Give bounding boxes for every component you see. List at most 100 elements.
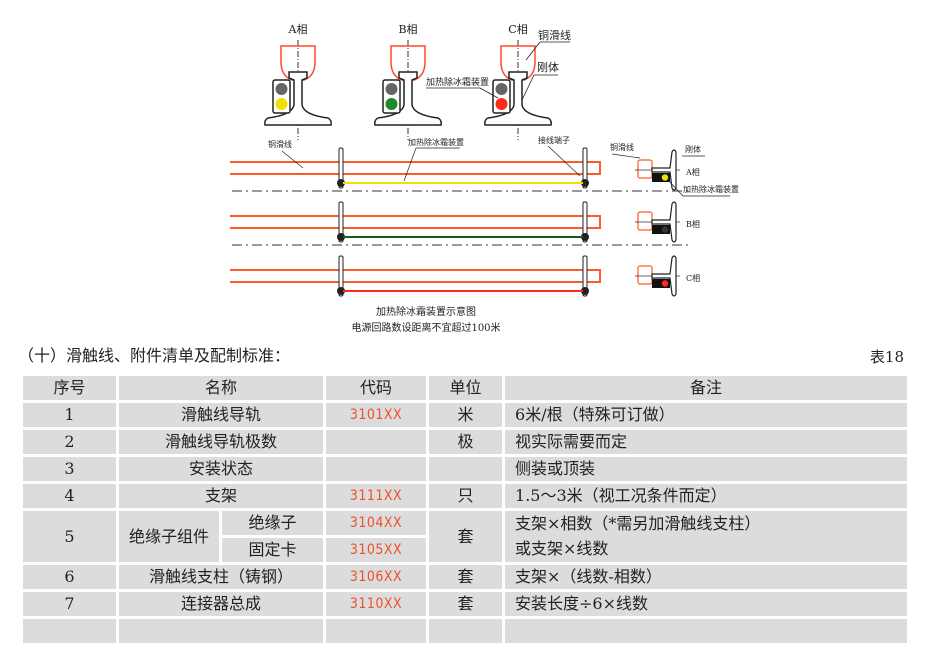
cell-note: 安装长度÷6×线数 <box>502 589 910 619</box>
cell-code: 3104XX <box>323 508 430 538</box>
phase-label-c: C相 <box>508 23 527 36</box>
support-post <box>582 255 588 297</box>
caption-line-2: 电源回路数设距离不宜超过100米 <box>351 321 500 334</box>
side-copper-wire <box>637 265 653 285</box>
run-callout-copper-wire: 铜滑线 <box>268 139 292 149</box>
terminal <box>581 179 589 187</box>
cell-no: 1 <box>20 400 119 430</box>
side-cross-sections: A相 B相 C相 <box>635 149 700 297</box>
parts-table: 序号 名称 代码 单位 备注 1 滑触线导轨 3101XX 米 6米/根（特殊可… <box>20 373 910 646</box>
cell-note: 1.5～3米（视工况条件而定） <box>502 481 910 511</box>
cell-unit: 套 <box>426 508 506 565</box>
side-rigid-body <box>651 255 677 297</box>
cross-section-b: B相 <box>374 23 442 140</box>
cell-name: 滑触线导轨 <box>115 400 327 430</box>
side-callout-rigid-body: 刚体 <box>685 144 701 154</box>
side-section: B相 <box>635 201 700 243</box>
cell-no: 5 <box>20 508 119 565</box>
cell-note: 视实际需要而定 <box>502 427 910 457</box>
cell-name: 支架 <box>115 481 327 511</box>
cell-name: 安装状态 <box>115 454 327 484</box>
side-heater-indicator <box>661 226 669 233</box>
run-callout-heater-device: 加热除冰霜装置 <box>408 137 464 147</box>
header-code: 代码 <box>323 373 430 403</box>
table-row-partial <box>20 616 910 646</box>
table-header-row: 序号 名称 代码 单位 备注 <box>20 373 910 403</box>
cell-note: 支架×相数（*需另加滑触线支柱） <box>502 508 910 537</box>
cell-code: 3110XX <box>323 589 430 619</box>
terminal <box>337 179 345 187</box>
header-name: 名称 <box>115 373 327 403</box>
phase-label-b: B相 <box>398 23 417 36</box>
cell-code: 3106XX <box>323 562 430 592</box>
heater-indicator-b <box>385 98 398 110</box>
side-copper-wire <box>637 159 653 179</box>
header-note: 备注 <box>502 373 910 403</box>
cell-note: 支架×（线数-相数） <box>502 562 910 592</box>
header-unit: 单位 <box>426 373 506 403</box>
side-callout-copper-wire: 铜滑线 <box>610 142 634 152</box>
cell-unit: 套 <box>426 589 506 619</box>
cell-name: 连接器总成 <box>115 589 327 619</box>
table-row: 7 连接器总成 3110XX 套 安装长度÷6×线数 <box>20 589 910 619</box>
cell-no: 7 <box>20 589 119 619</box>
cross-section-c: C相 铜滑线 刚体 加热除冰霜装置 <box>426 23 571 140</box>
cell-code <box>323 427 430 457</box>
side-callout-heater-device: 加热除冰霜装置 <box>683 184 739 194</box>
cell-note: 或支架×线数 <box>502 536 910 565</box>
cell-note: 6米/根（特殊可订做） <box>502 400 910 430</box>
phase-label-a: A相 <box>288 23 308 36</box>
cell-unit: 套 <box>426 562 506 592</box>
cell-no: 4 <box>20 481 119 511</box>
heater-device-diagram: A相 B相 C相 铜滑线 刚体 加热除冰霜装置 铜滑线 <box>230 23 739 334</box>
cell-code: 3111XX <box>323 481 430 511</box>
cell-name: 滑触线支柱（铸钢） <box>115 562 327 592</box>
table-row: 5 绝缘子组件 绝缘子 3104XX 套 支架×相数（*需另加滑触线支柱） <box>20 508 910 565</box>
table-row: 3 安装状态 侧装或顶装 <box>20 454 910 484</box>
cell-unit: 极 <box>426 427 506 457</box>
table-row: 1 滑触线导轨 3101XX 米 6米/根（特殊可订做） <box>20 400 910 430</box>
callout-heater-device: 加热除冰霜装置 <box>426 76 489 88</box>
cell-subname: 固定卡 <box>218 535 327 565</box>
cross-section-a: A相 <box>264 23 332 140</box>
cell-note: 侧装或顶装 <box>502 454 910 484</box>
side-phase-label: B相 <box>686 219 700 229</box>
table-row: 固定卡 3105XX 或支架×线数 <box>22 535 910 565</box>
cell-name: 滑触线导轨极数 <box>115 427 327 457</box>
support-post <box>582 147 588 189</box>
side-heater-box <box>652 173 670 182</box>
support-post <box>582 201 588 243</box>
side-phase-label: C相 <box>686 273 700 283</box>
terminal <box>581 287 589 295</box>
cell-code: 3105XX <box>323 535 430 565</box>
cell-unit: 米 <box>426 400 506 430</box>
table-row: 2 滑触线导轨极数 极 视实际需要而定 <box>20 427 910 457</box>
terminal <box>337 287 345 295</box>
side-copper-wire <box>637 211 653 231</box>
table-label: 表18 <box>869 348 904 366</box>
table-row: 6 滑触线支柱（铸钢） 3106XX 套 支架×（线数-相数） <box>20 562 910 592</box>
cell-no: 6 <box>20 562 119 592</box>
rail-bar <box>230 269 601 283</box>
side-rigid-body <box>651 201 677 243</box>
cell-unit <box>426 454 506 484</box>
side-heater-indicator <box>661 174 669 181</box>
table-row: 4 支架 3111XX 只 1.5～3米（视工况条件而定） <box>20 481 910 511</box>
cell-code <box>323 454 430 484</box>
cell-name: 绝缘子组件 <box>116 508 222 565</box>
cell-no: 3 <box>20 454 119 484</box>
side-section: A相 <box>635 149 700 191</box>
support-post <box>338 201 344 243</box>
heater-indicator-a <box>275 98 288 110</box>
side-heater-indicator <box>661 280 669 287</box>
support-post <box>338 255 344 297</box>
side-heater-box <box>652 279 670 288</box>
cell-unit: 只 <box>426 481 506 511</box>
heater-indicator-c <box>495 98 508 110</box>
cell-no: 2 <box>20 427 119 457</box>
terminal <box>581 233 589 241</box>
callout-copper-wire: 铜滑线 <box>538 28 571 42</box>
rail-runs <box>230 147 690 297</box>
side-heater-box <box>652 225 670 234</box>
header-no: 序号 <box>20 373 119 403</box>
